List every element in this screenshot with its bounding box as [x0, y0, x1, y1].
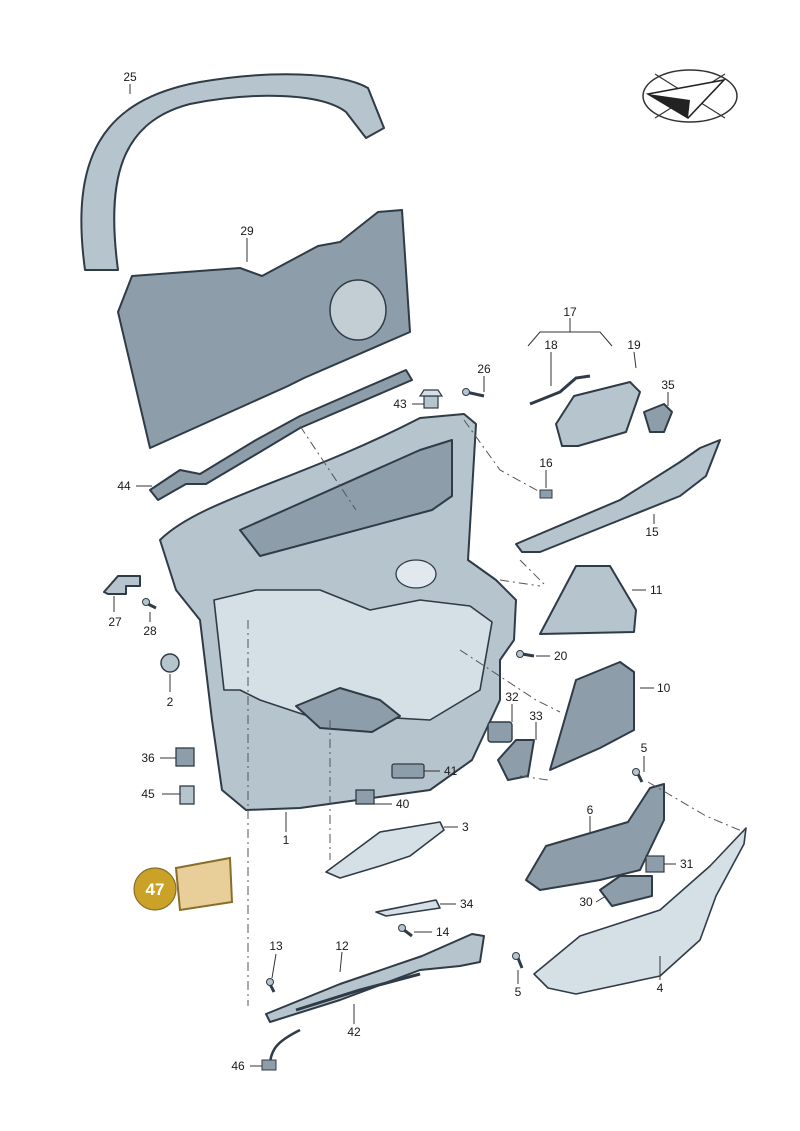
label-10: 10	[657, 681, 671, 695]
label-6: 6	[587, 803, 594, 817]
part-1-upper-rail	[239, 439, 453, 557]
label-13: 13	[269, 939, 283, 953]
label-40: 40	[396, 797, 410, 811]
part-labels: 25 29 17 18 19 26 43 35 44 16 15 11 27 2…	[108, 70, 693, 1073]
part-45-cover	[179, 785, 195, 805]
part-5-screw-lower	[512, 952, 524, 969]
label-41: 41	[444, 764, 458, 778]
part-46-connector	[261, 1059, 277, 1071]
label-12: 12	[335, 939, 349, 953]
part-17-inner-handle	[555, 381, 641, 447]
part-11-corner-cover	[539, 565, 637, 635]
part-14-screw	[398, 924, 413, 938]
part-29-insulation-panel	[117, 209, 411, 449]
part-47-control-module	[174, 856, 234, 912]
label-19: 19	[627, 338, 641, 352]
label-46: 46	[231, 1059, 245, 1073]
part-15-trim-strip	[515, 439, 721, 553]
part-44-bracket	[149, 369, 413, 501]
label-34: 34	[460, 897, 474, 911]
part-1-armrest-area	[213, 589, 493, 721]
part-36-switch	[175, 747, 195, 767]
part-25-upper-trim	[80, 73, 385, 271]
label-5-lower: 5	[515, 985, 522, 999]
part-20-screw	[516, 650, 535, 658]
label-45: 45	[141, 787, 155, 801]
part-12-lower-strip	[265, 933, 485, 1023]
label-44: 44	[117, 479, 131, 493]
label-30: 30	[579, 895, 593, 909]
label-20: 20	[554, 649, 568, 663]
label-31: 31	[680, 857, 694, 871]
part-1-pocket	[295, 687, 401, 733]
part-18-cable	[529, 374, 591, 406]
part-6-switch-panel	[525, 783, 665, 891]
part-3-pull-cover	[325, 821, 445, 879]
label-2: 2	[167, 695, 174, 709]
part-16-clip	[539, 489, 553, 499]
label-43: 43	[393, 397, 407, 411]
label-36: 36	[141, 751, 155, 765]
label-28: 28	[143, 624, 157, 638]
part-42-light-strip	[295, 972, 421, 1012]
part-32-switch	[487, 721, 513, 743]
part-34-bracket	[375, 899, 441, 917]
label-32: 32	[505, 690, 519, 704]
label-33: 33	[529, 709, 543, 723]
label-5-upper: 5	[641, 741, 648, 755]
label-3: 3	[462, 820, 469, 834]
label-42: 42	[347, 1025, 361, 1039]
label-29: 29	[240, 224, 254, 238]
part-5-screw-upper	[632, 768, 644, 783]
part-43-clip	[418, 389, 444, 409]
part-41-light	[391, 763, 425, 779]
label-17: 17	[563, 305, 577, 319]
part-33-switch-housing	[497, 739, 535, 781]
part-31-button	[645, 855, 665, 873]
label-1: 1	[283, 833, 290, 847]
leader-lines	[113, 238, 676, 1067]
part-35-clip	[643, 403, 673, 433]
part-4-armrest-trim	[533, 827, 747, 995]
highlight-badge-number: 47	[146, 880, 165, 899]
part-10-speaker-grille	[549, 661, 635, 771]
part-27-bracket	[103, 575, 141, 595]
part-2-clip	[160, 653, 180, 673]
label-4: 4	[657, 981, 664, 995]
part-30-switch-block	[599, 875, 653, 907]
label-11: 11	[650, 583, 663, 597]
part-26-screw	[462, 388, 485, 398]
label-16: 16	[539, 456, 553, 470]
compass-logo-icon	[642, 69, 738, 123]
label-35: 35	[661, 378, 675, 392]
label-15: 15	[645, 525, 659, 539]
part-28-screw	[142, 598, 157, 610]
label-18: 18	[544, 338, 558, 352]
label-26: 26	[477, 362, 491, 376]
part-13-screw	[266, 978, 276, 993]
label-25: 25	[123, 70, 137, 84]
highlight-badge[interactable]	[133, 867, 177, 911]
label-14: 14	[436, 925, 450, 939]
part-40-connector	[355, 789, 375, 805]
label-27: 27	[108, 615, 122, 629]
